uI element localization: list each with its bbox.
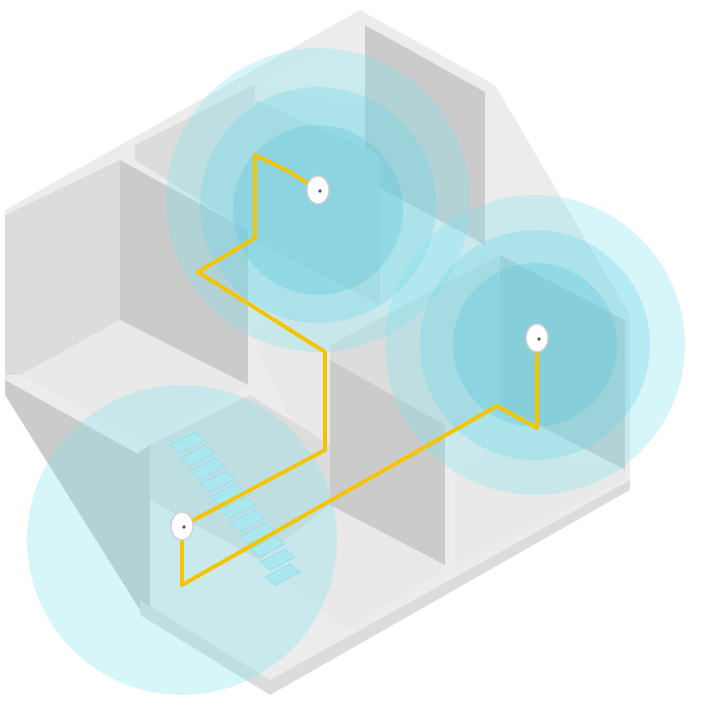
right-room-floor [455,445,625,565]
cable-right-node [180,336,539,587]
ethernet-cables [180,153,539,587]
house-structure [5,10,630,695]
left-room-floor [20,320,248,445]
upper-left-access-point[interactable] [306,175,330,205]
slab-front-edge [5,380,140,610]
upper-room-right-wall [365,25,485,245]
staircase [169,431,301,586]
right-room-side-wall [500,255,625,470]
cable-upper-node [188,153,327,524]
right-access-point[interactable] [525,323,549,353]
left-room-back-wall [5,160,120,375]
lower-room-back-wall [330,360,445,565]
left-room-side-wall [120,160,248,385]
upper-room-back-wall [135,85,255,235]
upper-room-rear-wall [255,25,365,105]
lower-room-floor [260,505,445,630]
stairwell-access-point[interactable] [170,511,194,541]
access-points [170,175,549,541]
